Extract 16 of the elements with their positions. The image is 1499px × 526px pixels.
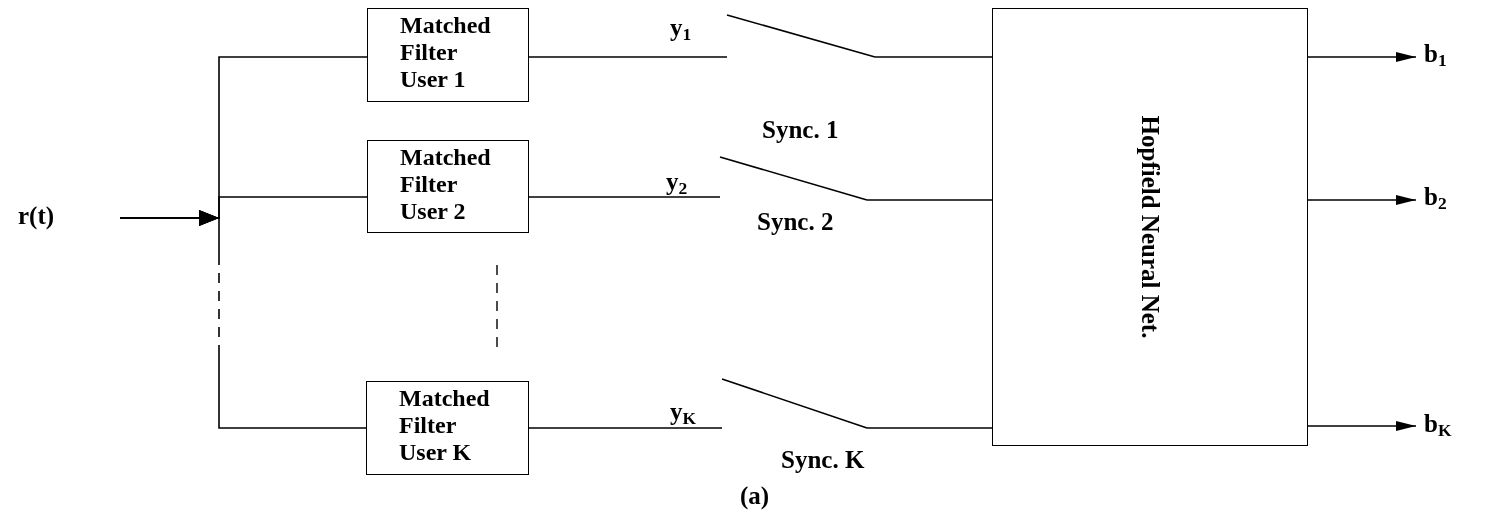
signal-label: b$_{1}$	[1424, 40, 1447, 68]
caption: (a)	[740, 482, 770, 510]
process-box	[367, 140, 529, 233]
switch-label: Sync. K	[781, 446, 865, 474]
switch-label: Sync. 1	[762, 116, 839, 144]
process-box	[992, 8, 1308, 446]
process-box	[366, 381, 529, 475]
signal-label: r(t)	[18, 202, 55, 230]
block-label: Matched Filter User 1	[400, 12, 492, 93]
signal-label: b$_{K}$	[1424, 410, 1452, 438]
block-label: Matched Filter User K	[399, 385, 491, 466]
block-label: Hopfield Neural Net.	[1136, 115, 1164, 339]
block-label: Matched Filter User 2	[400, 144, 492, 225]
switch-label: Sync. 2	[757, 208, 834, 236]
signal-label: b$_{2}$	[1424, 183, 1447, 211]
process-box	[367, 8, 529, 102]
